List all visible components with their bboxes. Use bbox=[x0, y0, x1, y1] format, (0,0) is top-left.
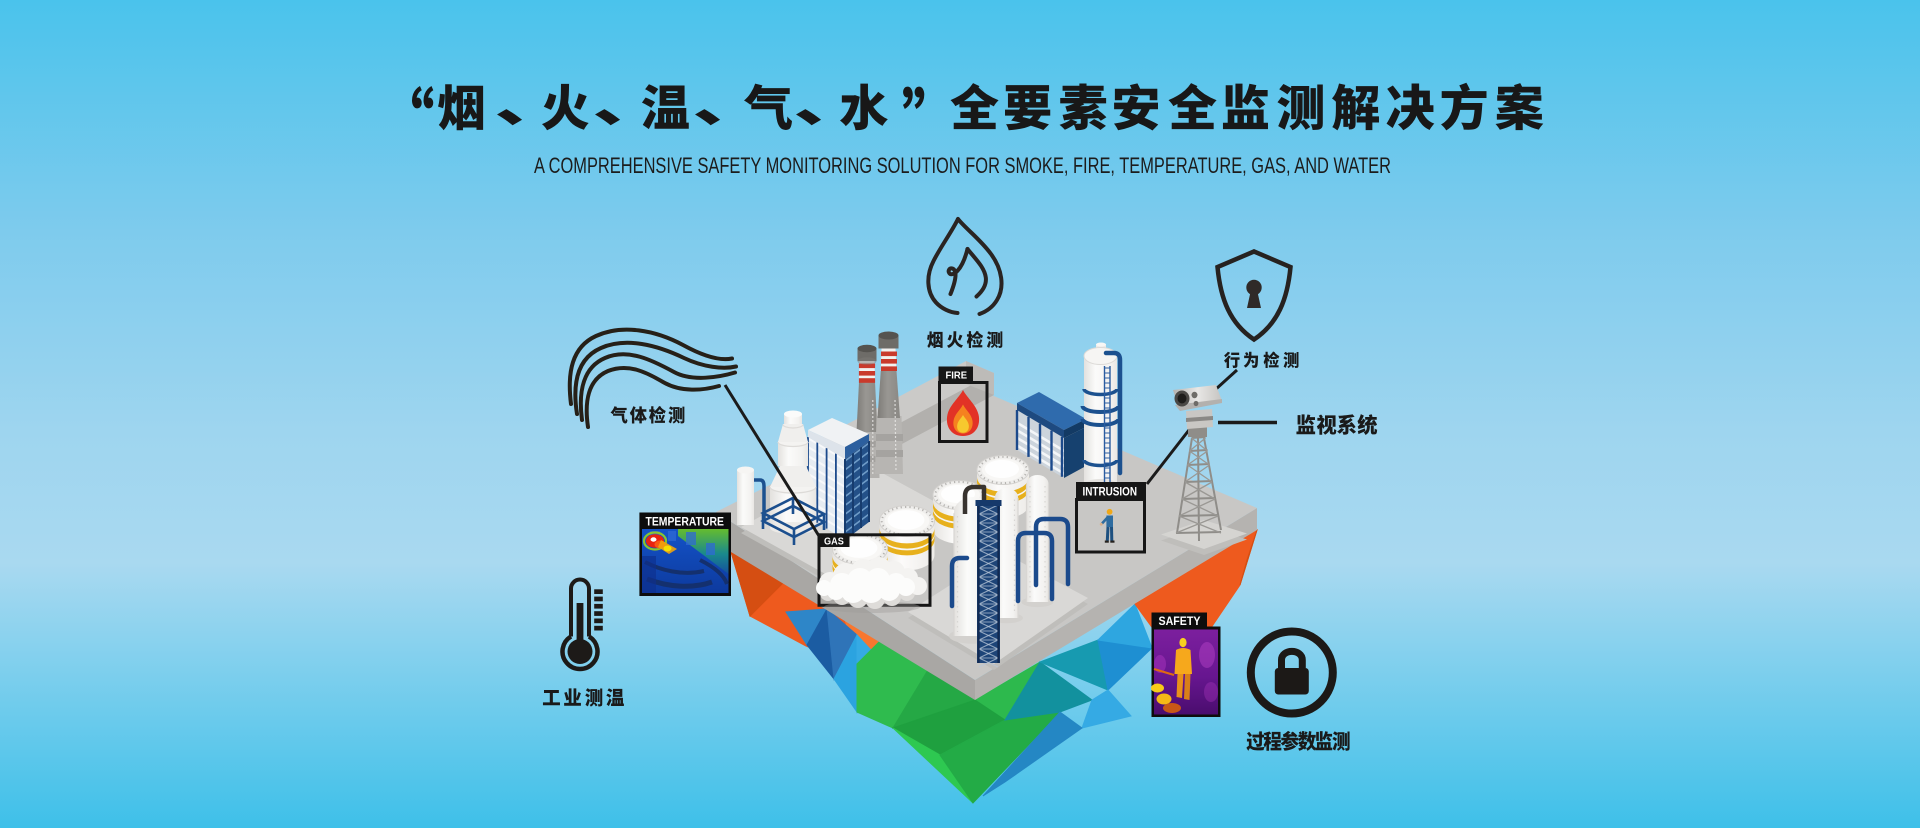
svg-text:A COMPREHENSIVE SAFETY MONITOR: A COMPREHENSIVE SAFETY MONITORING SOLUTI… bbox=[534, 153, 1391, 178]
svg-text:FIRE: FIRE bbox=[946, 370, 968, 382]
svg-text:TEMPERATURE: TEMPERATURE bbox=[646, 514, 725, 528]
svg-text:INTRUSION: INTRUSION bbox=[1083, 486, 1138, 498]
svg-text:GAS: GAS bbox=[824, 535, 844, 547]
svg-text:SAFETY: SAFETY bbox=[1159, 614, 1201, 628]
